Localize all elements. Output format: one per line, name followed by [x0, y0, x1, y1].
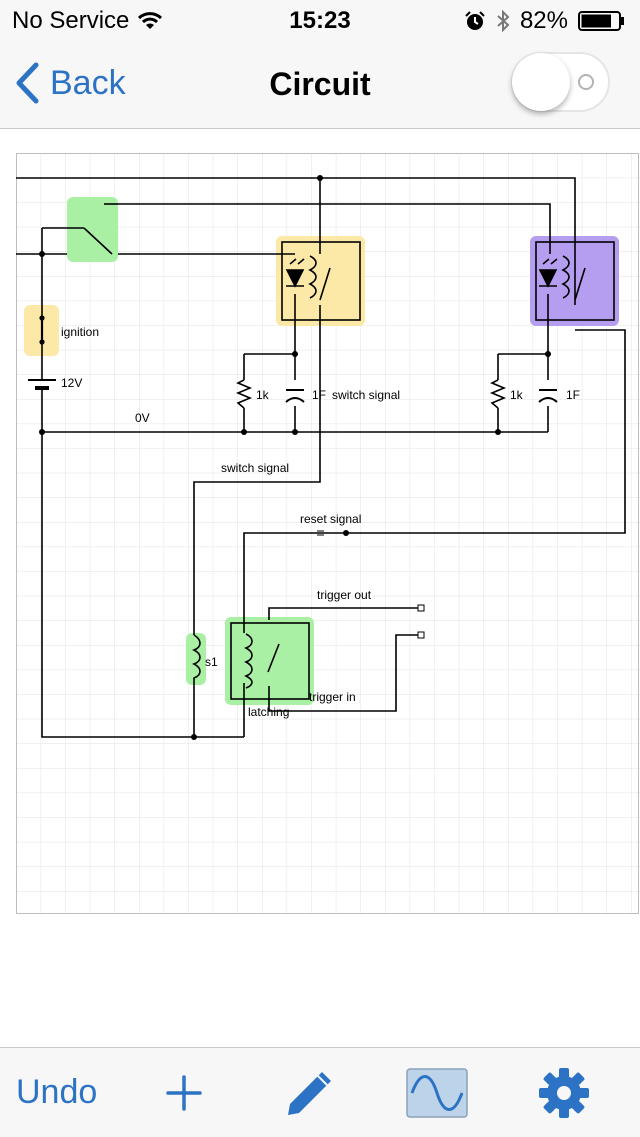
resistor-2-label: 1k [510, 388, 524, 402]
bluetooth-icon [497, 9, 510, 33]
simulate-button[interactable] [406, 1048, 468, 1137]
battery-symbol[interactable] [28, 373, 56, 405]
battery-voltage-label: 12V [61, 376, 82, 390]
status-time: 15:23 [289, 7, 351, 34]
canvas-border [16, 153, 639, 914]
wifi-icon [138, 12, 163, 29]
trigger-in-label: trigger in [309, 690, 356, 704]
waveform-icon [406, 1067, 468, 1118]
relay-1-highlight[interactable] [276, 236, 365, 326]
battery-icon [578, 11, 624, 31]
changeover-switch[interactable] [67, 203, 118, 255]
junctions [39, 175, 551, 740]
back-button[interactable]: Back [14, 62, 126, 104]
status-right: 82% [464, 7, 626, 35]
back-label: Back [50, 63, 126, 102]
ground-label: 0V [135, 411, 150, 425]
status-left: No Service [12, 7, 163, 35]
circuit-canvas[interactable]: ignition 12V 0V 1k 1F switch signal 1k 1… [16, 153, 640, 914]
capacitor-2-label: 1F [566, 388, 580, 402]
status-bar: No Service 15:23 82% [0, 0, 640, 40]
alarm-icon [465, 11, 485, 30]
relay-1-symbol[interactable] [281, 241, 361, 321]
switch-signal-label-2: switch signal [221, 461, 289, 475]
nav-bar: Back Circuit [0, 40, 640, 129]
reset-signal-label: reset signal [300, 512, 361, 526]
trigger-out-label: trigger out [317, 588, 372, 602]
coil-highlight[interactable] [186, 633, 206, 685]
settings-button[interactable] [536, 1048, 592, 1137]
coil-label: s1 [205, 655, 218, 669]
circuit-diagram[interactable]: ignition 12V 0V 1k 1F switch signal 1k 1… [16, 153, 640, 914]
latching-label: latching [248, 705, 289, 719]
latching-relay-symbol[interactable] [230, 622, 310, 700]
ignition-switch[interactable] [39, 315, 45, 345]
resistor-1-label: 1k [256, 388, 270, 402]
resistor-1[interactable] [235, 379, 253, 409]
edit-button[interactable] [284, 1048, 336, 1137]
latching-relay-highlight[interactable] [225, 617, 314, 705]
ignition-label: ignition [61, 325, 99, 339]
add-button[interactable] [160, 1048, 208, 1137]
capacitor-2[interactable] [538, 389, 558, 403]
carrier-label: No Service [12, 7, 130, 34]
battery-percent: 82% [519, 7, 568, 34]
capacitor-1[interactable] [285, 389, 305, 403]
trigger-out-terminal[interactable] [417, 604, 425, 612]
capacitor-1-label: 1F [312, 388, 326, 402]
coil-s1[interactable] [192, 634, 201, 683]
plus-icon [166, 1074, 202, 1111]
toggle-knob[interactable] [512, 53, 570, 111]
relay-2-symbol[interactable] [535, 241, 615, 321]
trigger-in-terminal[interactable] [417, 631, 425, 639]
resistor-2[interactable] [489, 379, 507, 409]
toggle-off-indicator [578, 74, 594, 90]
mode-toggle[interactable] [511, 52, 610, 112]
reset-marker [317, 530, 324, 536]
undo-button[interactable]: Undo [16, 1073, 98, 1111]
switch-signal-label-1: switch signal [332, 388, 400, 402]
chevron-left-icon [16, 62, 39, 104]
pencil-icon [288, 1071, 331, 1115]
gear-icon [539, 1067, 589, 1118]
switch-highlight[interactable] [67, 197, 118, 262]
bottom-toolbar: Undo [0, 1047, 640, 1137]
